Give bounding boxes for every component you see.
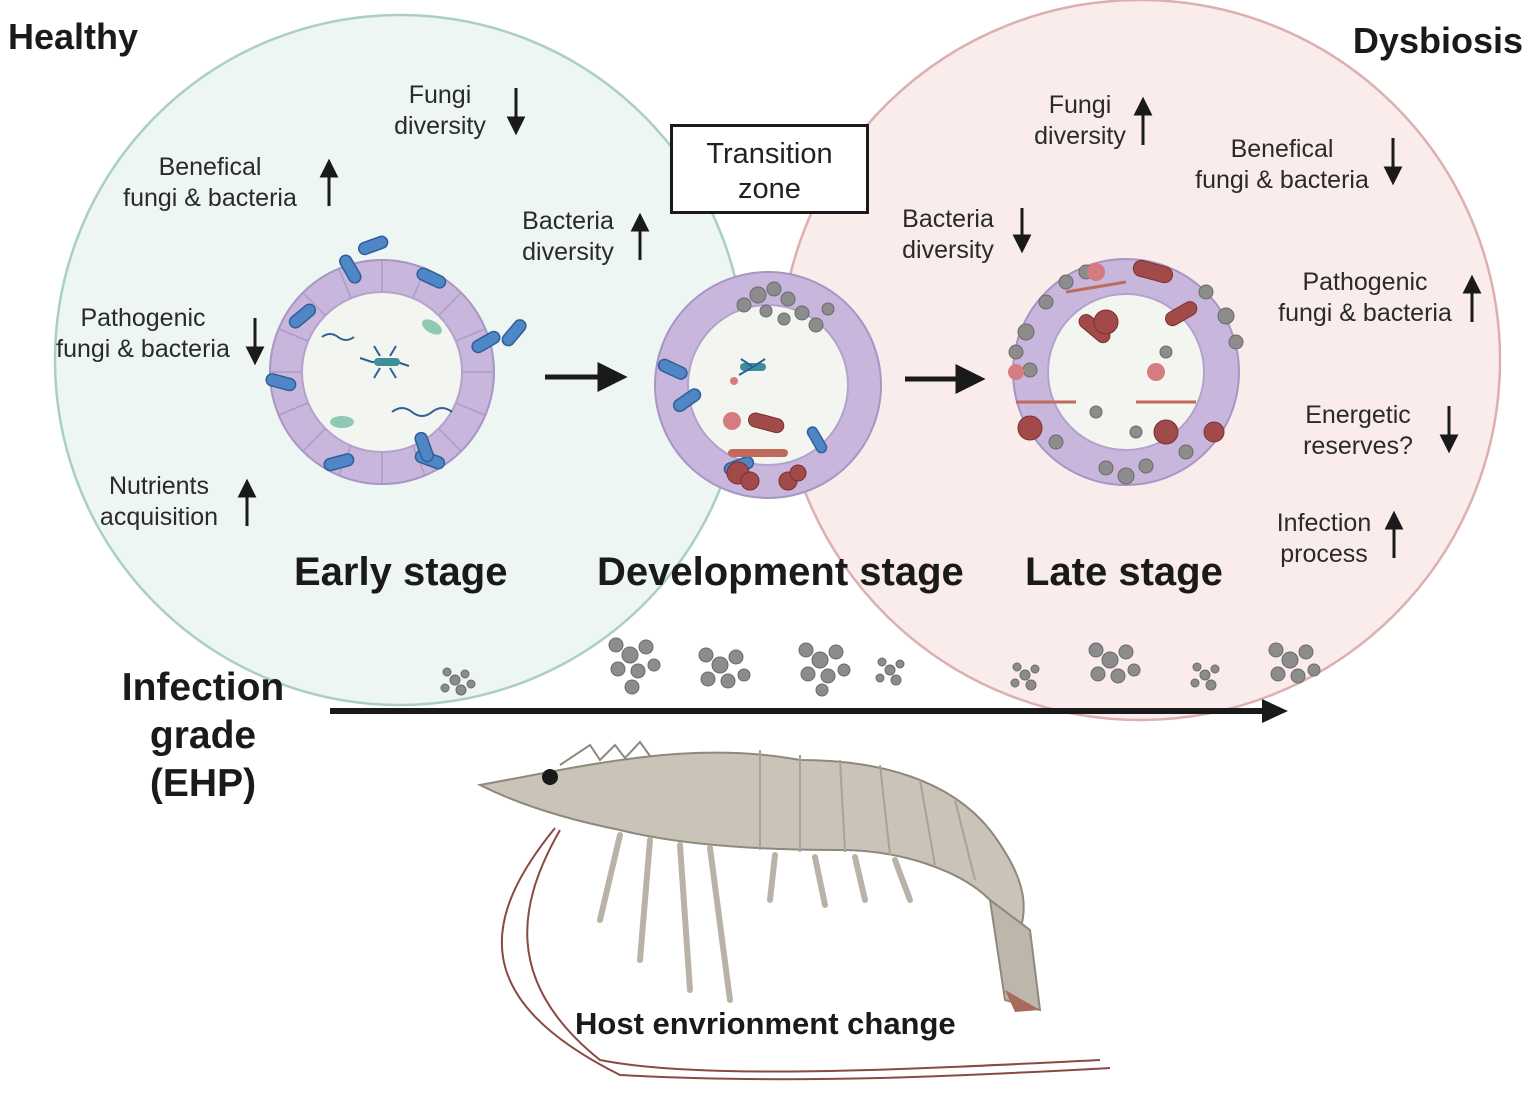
healthy-nutrients: Nutrients acquisition bbox=[86, 471, 232, 533]
note-line: reserves? bbox=[1303, 432, 1413, 460]
dysbiosis-bacteria-diversity: Bacteria diversity bbox=[888, 204, 1008, 266]
grade-line: (EHP) bbox=[149, 762, 257, 805]
dysbiosis-infection: Infection process bbox=[1262, 508, 1386, 570]
dysbiosis-energetic: Energetic reserves? bbox=[1290, 400, 1426, 462]
arrow-up-icon bbox=[237, 478, 257, 526]
healthy-fungi-diversity: Fungi diversity bbox=[380, 80, 500, 142]
shrimp-illustration bbox=[476, 740, 1111, 1081]
note-line: Pathogenic bbox=[1302, 268, 1428, 296]
note-line: diversity bbox=[394, 112, 486, 140]
dysbiosis-fungi-diversity: Fungi diversity bbox=[1020, 90, 1140, 152]
dysbiosis-heading: Dysbiosis bbox=[1352, 20, 1523, 61]
transition-zone-box: Transition zone bbox=[670, 124, 869, 214]
development-stage-gut bbox=[654, 271, 882, 499]
note-line: Benefical bbox=[1230, 135, 1334, 163]
note-line: fungi & bacteria bbox=[123, 184, 297, 212]
transition-zone-line1: Transition bbox=[706, 138, 833, 170]
note-line: Fungi bbox=[408, 81, 472, 109]
note-line: Infection bbox=[1276, 509, 1372, 537]
spore-clusters bbox=[440, 637, 1321, 697]
healthy-bacteria-diversity: Bacteria diversity bbox=[508, 206, 628, 268]
note-line: process bbox=[1280, 540, 1368, 568]
development-stage-label: Development stage bbox=[597, 550, 964, 594]
late-stage-gut bbox=[1008, 258, 1244, 486]
arrow-up-icon bbox=[319, 158, 339, 206]
arrow-up-icon bbox=[1384, 510, 1404, 558]
healthy-beneficial: Benefical fungi & bacteria bbox=[110, 152, 310, 214]
grade-line: Infection bbox=[121, 666, 285, 709]
host-environment-caption: Host envrionment change bbox=[575, 1006, 956, 1041]
stage-arrows bbox=[545, 361, 986, 395]
arrow-down-icon bbox=[245, 318, 265, 366]
arrow-down-icon bbox=[1439, 406, 1459, 454]
arrow-up-icon bbox=[1462, 274, 1482, 322]
arrow-down-icon bbox=[506, 88, 526, 136]
note-line: Bacteria bbox=[522, 207, 614, 235]
late-stage-label: Late stage bbox=[1025, 550, 1223, 594]
transition-zone-line2: zone bbox=[738, 173, 801, 205]
grade-line: grade bbox=[149, 714, 257, 757]
note-line: diversity bbox=[902, 236, 994, 264]
dysbiosis-pathogenic: Pathogenic fungi & bacteria bbox=[1262, 267, 1468, 329]
note-line: diversity bbox=[522, 238, 614, 266]
arrow-up-icon bbox=[630, 212, 650, 260]
note-line: fungi & bacteria bbox=[1195, 166, 1369, 194]
note-line: acquisition bbox=[99, 503, 219, 531]
note-line: fungi & bacteria bbox=[1278, 299, 1452, 327]
note-line: Nutrients bbox=[108, 472, 210, 500]
dysbiosis-beneficial: Benefical fungi & bacteria bbox=[1182, 134, 1382, 196]
healthy-heading: Healthy bbox=[8, 16, 139, 57]
infection-grade-label: Infection grade (EHP) bbox=[110, 664, 296, 808]
note-line: fungi & bacteria bbox=[56, 335, 230, 363]
note-line: Benefical bbox=[158, 153, 262, 181]
arrow-up-icon bbox=[1133, 96, 1153, 145]
infection-grade-arrow bbox=[330, 699, 1288, 723]
early-stage-gut bbox=[265, 235, 527, 485]
note-line: Bacteria bbox=[902, 205, 994, 233]
note-line: Fungi bbox=[1048, 91, 1112, 119]
early-stage-label: Early stage bbox=[294, 550, 508, 594]
note-line: Pathogenic bbox=[80, 304, 206, 332]
note-line: Energetic bbox=[1305, 401, 1411, 429]
healthy-pathogenic: Pathogenic fungi & bacteria bbox=[40, 303, 246, 365]
arrow-down-icon bbox=[1383, 138, 1403, 186]
arrow-down-icon bbox=[1012, 208, 1032, 254]
note-line: diversity bbox=[1034, 122, 1126, 150]
